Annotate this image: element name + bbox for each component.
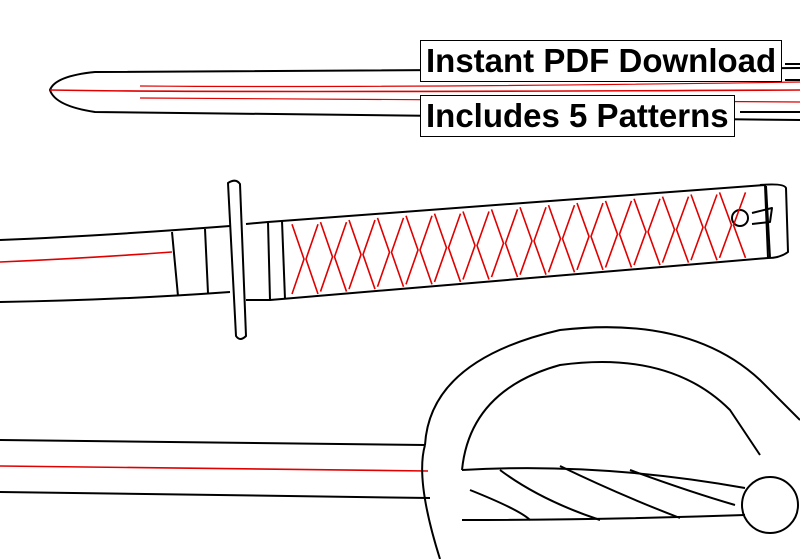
handle-wrap-diamond	[604, 200, 633, 268]
handle-wrap-diamond	[690, 194, 718, 261]
handle-wrap-diamond	[462, 211, 490, 280]
includes-patterns-label: Includes 5 Patterns	[420, 95, 735, 137]
katana	[0, 179, 789, 340]
handle-wrap-diamond	[519, 206, 547, 275]
handle-wrap-diamond	[348, 219, 376, 290]
handle-wrap-diamond	[633, 198, 661, 266]
handle-wrap-diamond	[433, 213, 462, 283]
handle-wrap-diamond	[718, 192, 747, 259]
handle-wrap-diamond	[576, 202, 604, 271]
handle-wrap-diamond	[661, 196, 690, 263]
handle-wrap-diamond	[405, 215, 433, 285]
handle-wrap-diamond	[319, 221, 348, 292]
handle-wrap-diamond	[376, 217, 405, 288]
handle-wrap-diamond	[291, 223, 319, 295]
handle-wrap-diamond	[490, 209, 519, 278]
instant-pdf-download-label: Instant PDF Download	[420, 40, 783, 82]
handle-wrap-diamond	[547, 204, 576, 273]
sabre	[0, 326, 800, 559]
